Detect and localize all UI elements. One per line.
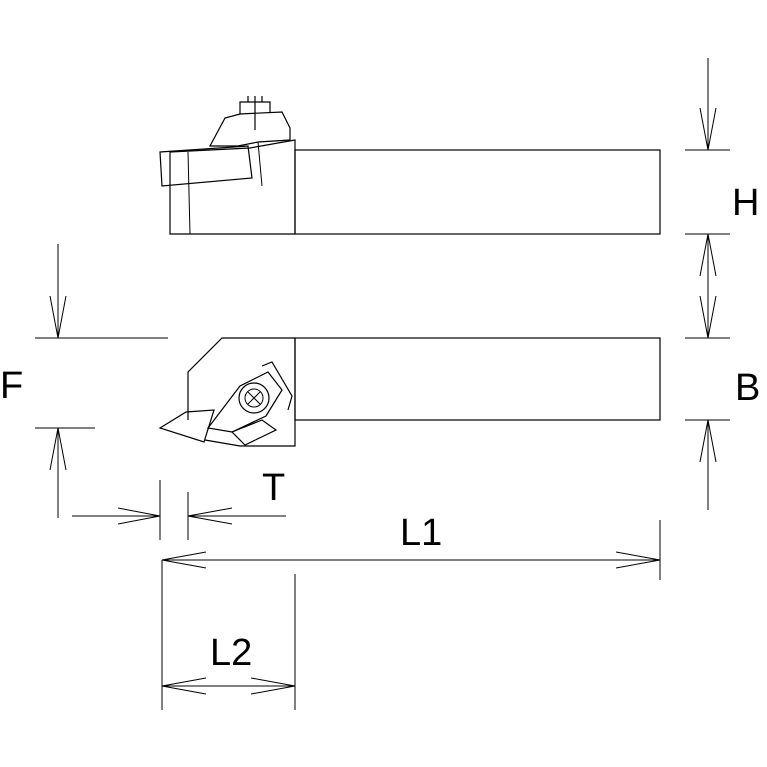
plan-view-clamp-arm [206,371,283,433]
side-view-clamp [208,111,291,147]
side-view [159,96,661,235]
plan-view-shank [294,337,661,421]
plan-view-screw-inner [244,388,264,408]
label-f: F [0,365,23,407]
plan-view-screw-cross [247,391,261,405]
side-view-insert [159,145,253,187]
side-view-insert-edge [187,151,191,235]
dimension-f [35,244,168,518]
label-t: T [262,467,285,509]
label-h: H [732,182,759,224]
plan-view-lower-plate [230,419,278,446]
side-view-clamp-screw [239,96,271,130]
dimension-h [685,58,730,338]
dimension-l2 [161,560,296,710]
dimension-t [72,480,286,540]
label-l2: L2 [210,632,252,674]
dimension-b [685,295,730,510]
side-view-head [169,139,296,235]
plan-view-head [187,337,296,447]
plan-view-insert [158,409,215,443]
plan-view [158,337,661,447]
label-b: B [735,367,760,409]
plan-view-screw-outer [238,382,270,414]
label-l1: L1 [400,512,442,554]
side-view-clamp-detail [257,141,263,187]
side-view-shank [294,149,661,235]
plan-view-screw-housing [261,361,293,411]
